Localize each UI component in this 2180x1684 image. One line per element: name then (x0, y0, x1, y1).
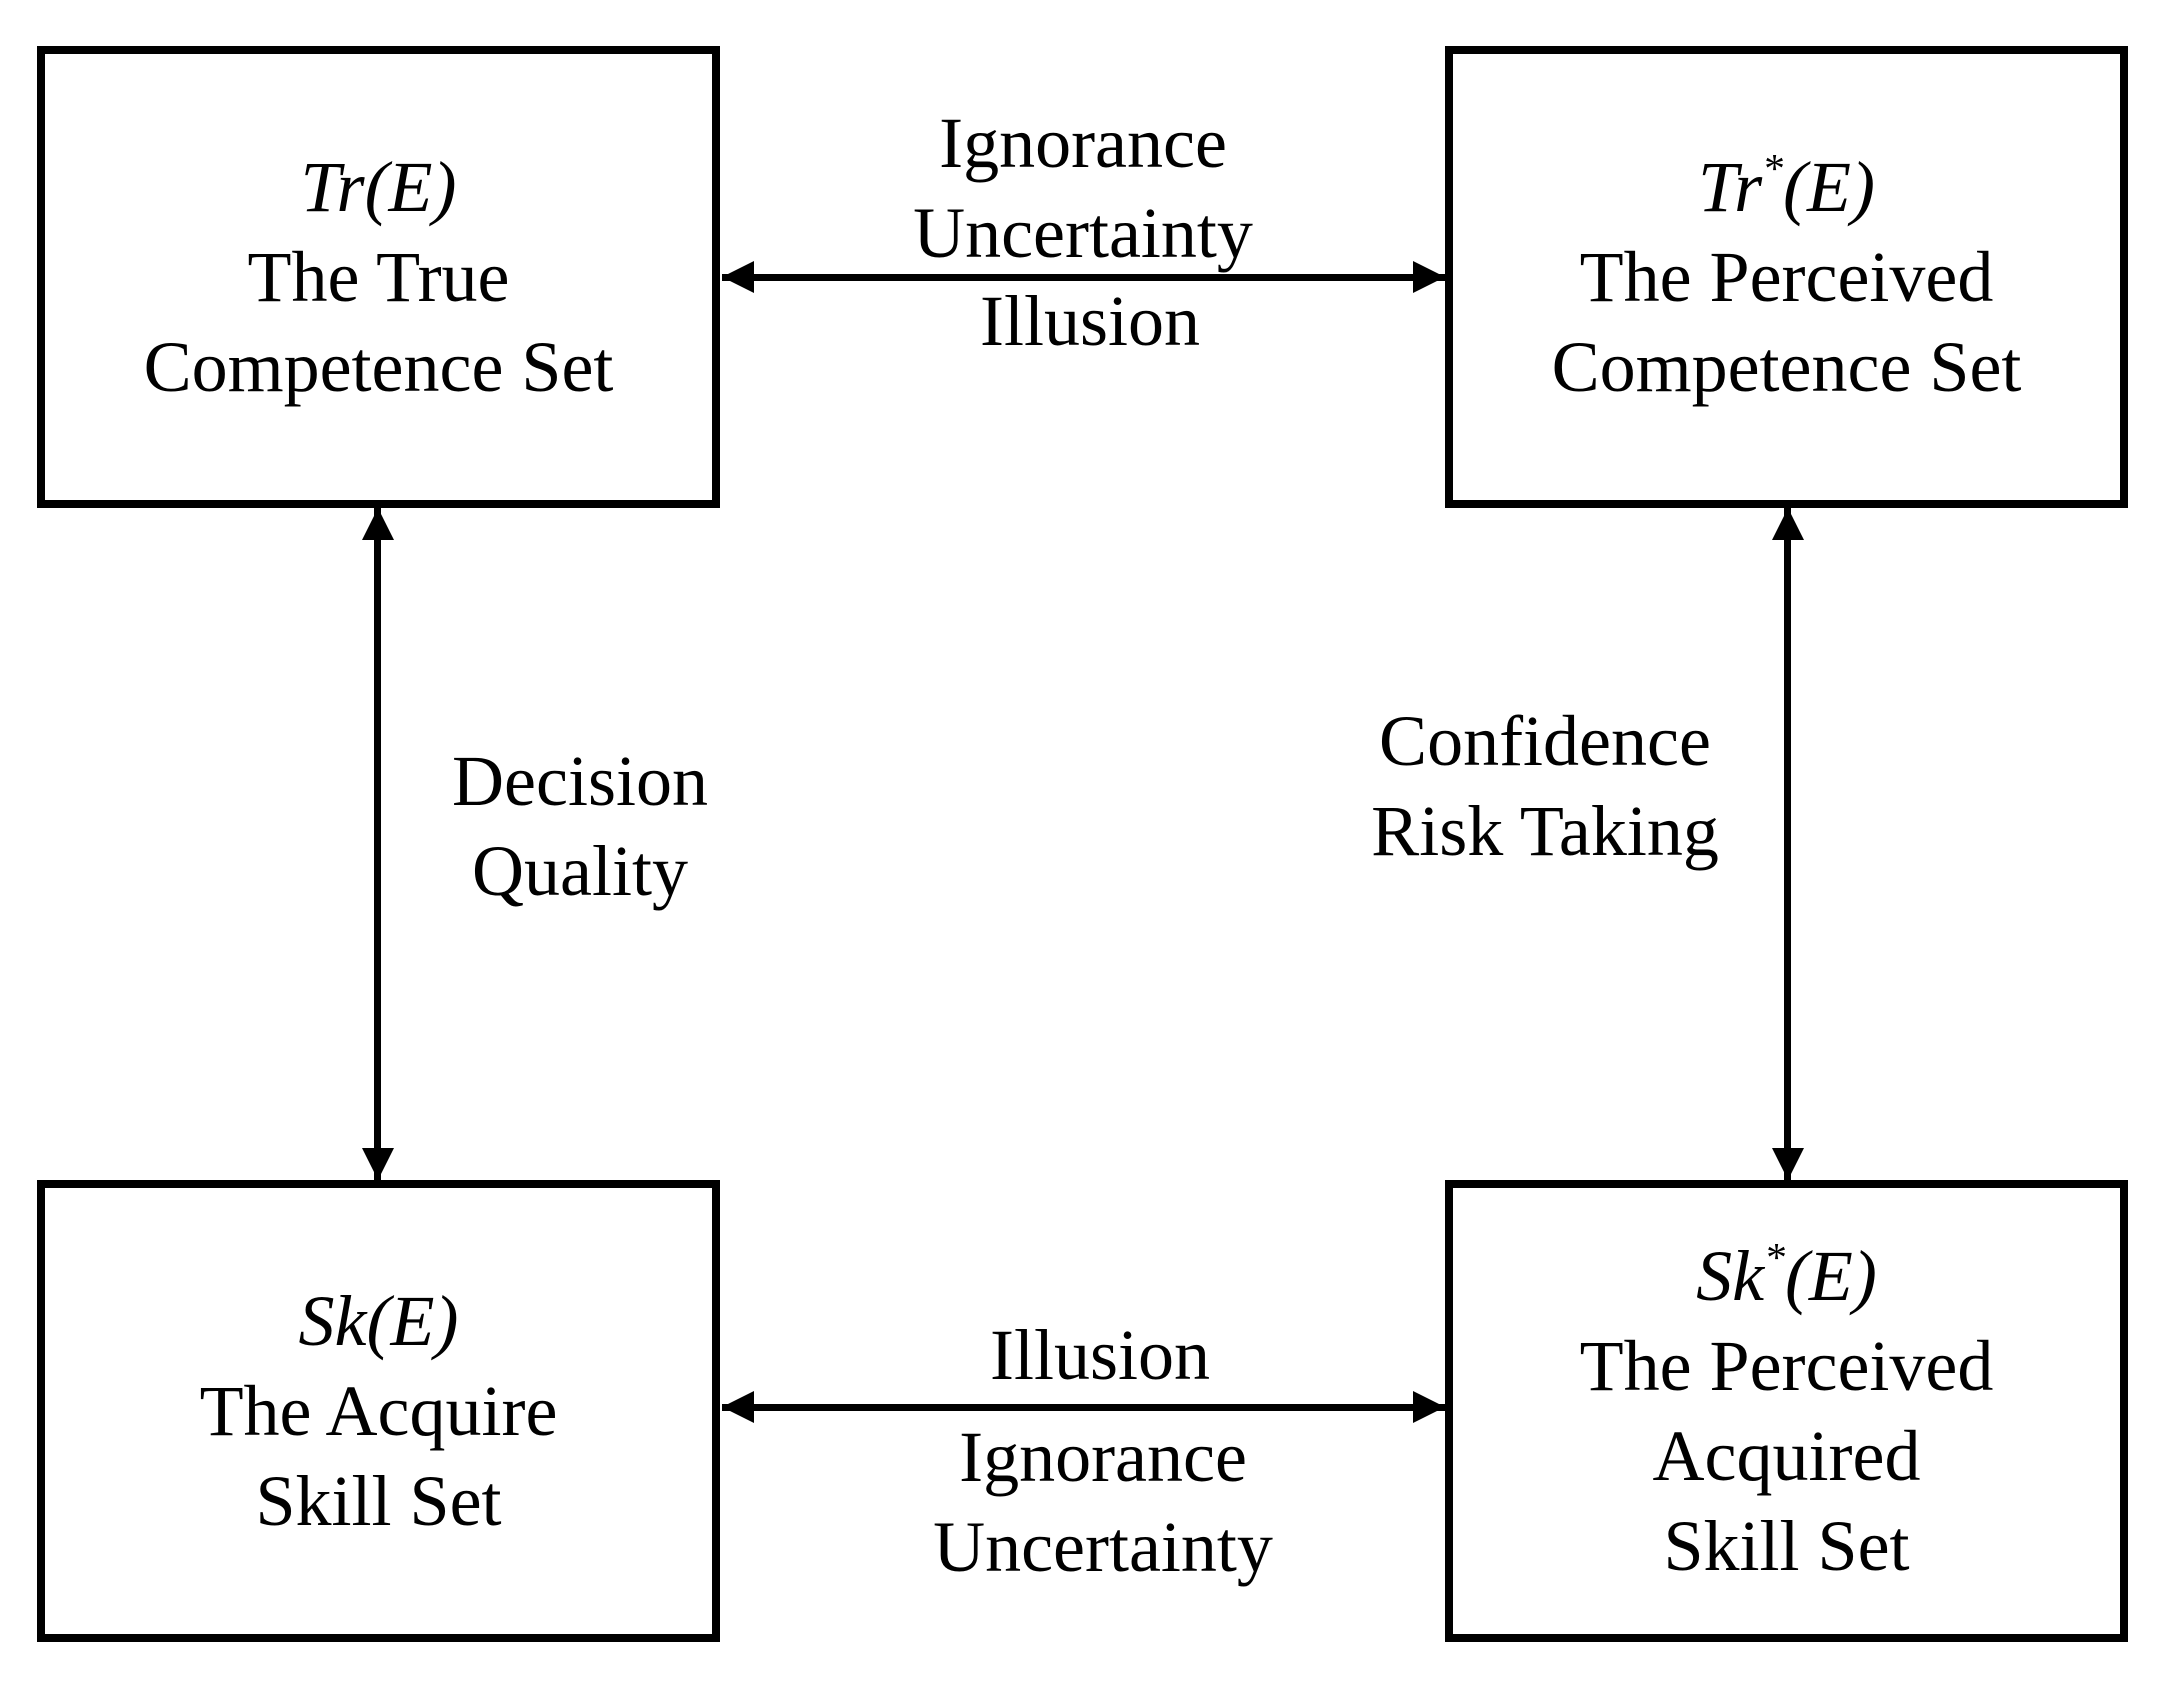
label-line: Uncertainty (933, 1507, 1273, 1587)
label-line: Illusion (989, 1315, 1211, 1395)
box-perceived-acquired-skill-set: Sk*(E) The Perceived Acquired Skill Set (1445, 1180, 2128, 1642)
arrow-right-label: Confidence Risk Taking (1371, 696, 1719, 876)
box-label-line: Skill Set (255, 1461, 502, 1541)
label-line: Ignorance (939, 103, 1227, 183)
arrow-top-label-above: Ignorance Uncertainty (913, 98, 1253, 278)
symbol-base: Tr (300, 147, 365, 227)
label-line: Risk Taking (1371, 791, 1719, 871)
box-symbol: Tr*(E) (1698, 142, 1875, 232)
symbol-args: (E) (1784, 1236, 1877, 1316)
arrowhead-right-icon (1413, 261, 1445, 293)
label-line: Quality (472, 831, 688, 911)
arrowhead-left-icon (722, 261, 754, 293)
symbol-base: Sk (298, 1281, 367, 1361)
symbol-superscript: * (1762, 146, 1784, 192)
label-line: Decision (452, 741, 708, 821)
symbol-args: (E) (1783, 147, 1875, 227)
label-line: Illusion (979, 281, 1201, 361)
box-true-competence-set: Tr(E) The True Competence Set (37, 46, 720, 508)
arrow-top-line (722, 274, 1445, 281)
arrow-left-label: Decision Quality (452, 736, 708, 916)
arrow-left-line (374, 508, 381, 1180)
arrow-bottom-line (722, 1404, 1445, 1411)
arrow-top-label-below: Illusion (980, 276, 1200, 366)
box-label-line: Skill Set (1663, 1506, 1910, 1586)
symbol-base: Tr (1698, 147, 1763, 227)
arrow-bottom-label-above: Illusion (990, 1310, 1210, 1400)
box-label-line: Competence Set (143, 327, 614, 407)
symbol-base: Sk (1696, 1236, 1765, 1316)
symbol-args: (E) (366, 1281, 459, 1361)
box-symbol: Tr(E) (300, 142, 456, 232)
arrowhead-up-icon (1772, 508, 1804, 540)
box-label-line: The True (247, 237, 510, 317)
box-symbol: Sk*(E) (1696, 1231, 1877, 1321)
box-label-line: Acquired (1652, 1416, 1921, 1496)
box-acquired-skill-set: Sk(E) The Acquire Skill Set (37, 1180, 720, 1642)
arrowhead-right-icon (1413, 1391, 1445, 1423)
arrow-bottom-label-below: Ignorance Uncertainty (933, 1412, 1273, 1592)
box-perceived-competence-set: Tr*(E) The Perceived Competence Set (1445, 46, 2128, 508)
label-line: Confidence (1379, 701, 1711, 781)
label-line: Uncertainty (913, 193, 1253, 273)
symbol-superscript: * (1764, 1235, 1785, 1281)
box-label-line: The Perceived (1579, 237, 1994, 317)
arrowhead-up-icon (362, 508, 394, 540)
box-label-line: The Acquire (199, 1371, 558, 1451)
box-symbol: Sk(E) (299, 1276, 459, 1366)
arrow-right-line (1784, 508, 1791, 1180)
box-label-line: Competence Set (1551, 327, 2022, 407)
label-line: Ignorance (959, 1417, 1247, 1497)
symbol-args: (E) (364, 147, 457, 227)
box-label-line: The Perceived (1579, 1326, 1994, 1406)
arrowhead-left-icon (722, 1391, 754, 1423)
arrowhead-down-icon (1772, 1148, 1804, 1180)
arrowhead-down-icon (362, 1148, 394, 1180)
